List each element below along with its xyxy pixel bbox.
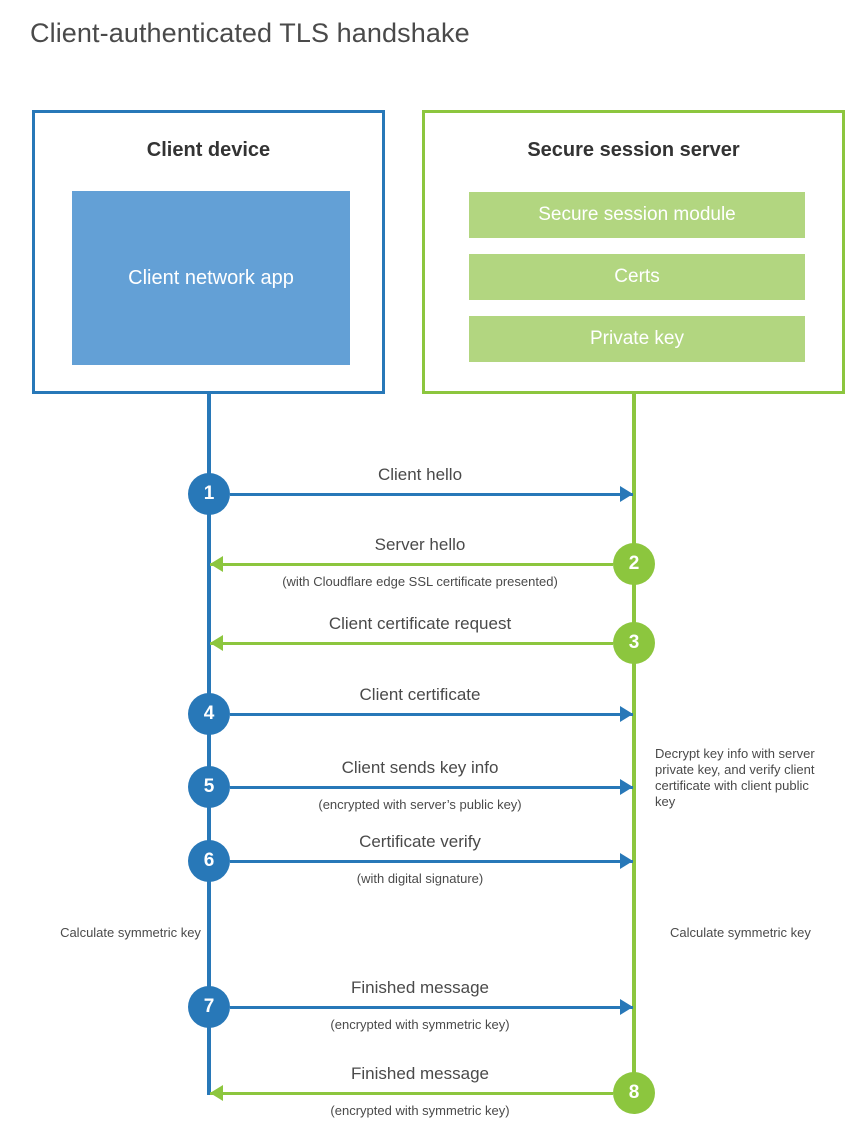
- step-circle-8[interactable]: 8: [613, 1072, 655, 1114]
- note-client-calculate-symmetric-key: Calculate symmetric key: [60, 925, 201, 940]
- server-module-certs: Certs: [469, 254, 805, 300]
- message-sublabel-8: (encrypted with symmetric key): [330, 1103, 510, 1118]
- page-title: Client-authenticated TLS handshake: [30, 18, 470, 48]
- arrow-head-icon-6: [620, 853, 633, 869]
- message-arrow-4: [230, 713, 633, 716]
- message-label-6: Certificate verify: [359, 832, 481, 851]
- arrow-head-icon-2: [210, 556, 223, 572]
- arrow-head-icon-7: [620, 999, 633, 1015]
- message-sublabel-2: (with Cloudflare edge SSL certificate pr…: [282, 574, 558, 589]
- client-lifeline: [207, 394, 211, 1095]
- step-circle-6[interactable]: 6: [188, 840, 230, 882]
- step-circle-3[interactable]: 3: [613, 622, 655, 664]
- server-module-private-key: Private key: [469, 316, 805, 362]
- message-label-2: Server hello: [374, 535, 466, 554]
- message-arrow-6: [230, 860, 633, 863]
- secure-session-server-box: Secure session server Secure session mod…: [422, 110, 845, 394]
- message-label-7: Finished message: [351, 978, 489, 997]
- message-sublabel-7: (encrypted with symmetric key): [330, 1017, 510, 1032]
- message-label-1: Client hello: [377, 465, 463, 484]
- client-network-app-block: Client network app: [72, 191, 350, 365]
- arrow-head-icon-3: [210, 635, 223, 651]
- message-arrow-2: [210, 563, 613, 566]
- step-circle-4[interactable]: 4: [188, 693, 230, 735]
- arrow-head-icon-8: [210, 1085, 223, 1101]
- client-device-title: Client device: [146, 139, 271, 161]
- message-sublabel-6: (with digital signature): [356, 871, 484, 886]
- secure-session-server-title: Secure session server: [527, 139, 740, 161]
- step-circle-5[interactable]: 5: [188, 766, 230, 808]
- step-circle-2[interactable]: 2: [613, 543, 655, 585]
- message-arrow-8: [210, 1092, 613, 1095]
- arrow-head-icon-4: [620, 706, 633, 722]
- client-device-box: Client device Client network app: [32, 110, 385, 394]
- server-module-secure-session-module: Secure session module: [469, 192, 805, 238]
- message-label-3: Client certificate request: [328, 614, 512, 633]
- message-arrow-1: [230, 493, 633, 496]
- message-arrow-3: [210, 642, 613, 645]
- message-label-4: Client certificate: [359, 685, 481, 704]
- arrow-head-icon-5: [620, 779, 633, 795]
- step-circle-7[interactable]: 7: [188, 986, 230, 1028]
- server-lifeline: [632, 394, 636, 1094]
- message-arrow-5: [230, 786, 633, 789]
- note-server-decrypt: Decrypt key info with server private key…: [655, 746, 815, 809]
- note-server-calculate-symmetric-key: Calculate symmetric key: [670, 925, 811, 940]
- message-sublabel-5: (encrypted with server’s public key): [318, 797, 522, 812]
- step-circle-1[interactable]: 1: [188, 473, 230, 515]
- message-label-8: Finished message: [351, 1064, 489, 1083]
- arrow-head-icon-1: [620, 486, 633, 502]
- message-label-5: Client sends key info: [341, 758, 499, 777]
- message-arrow-7: [230, 1006, 633, 1009]
